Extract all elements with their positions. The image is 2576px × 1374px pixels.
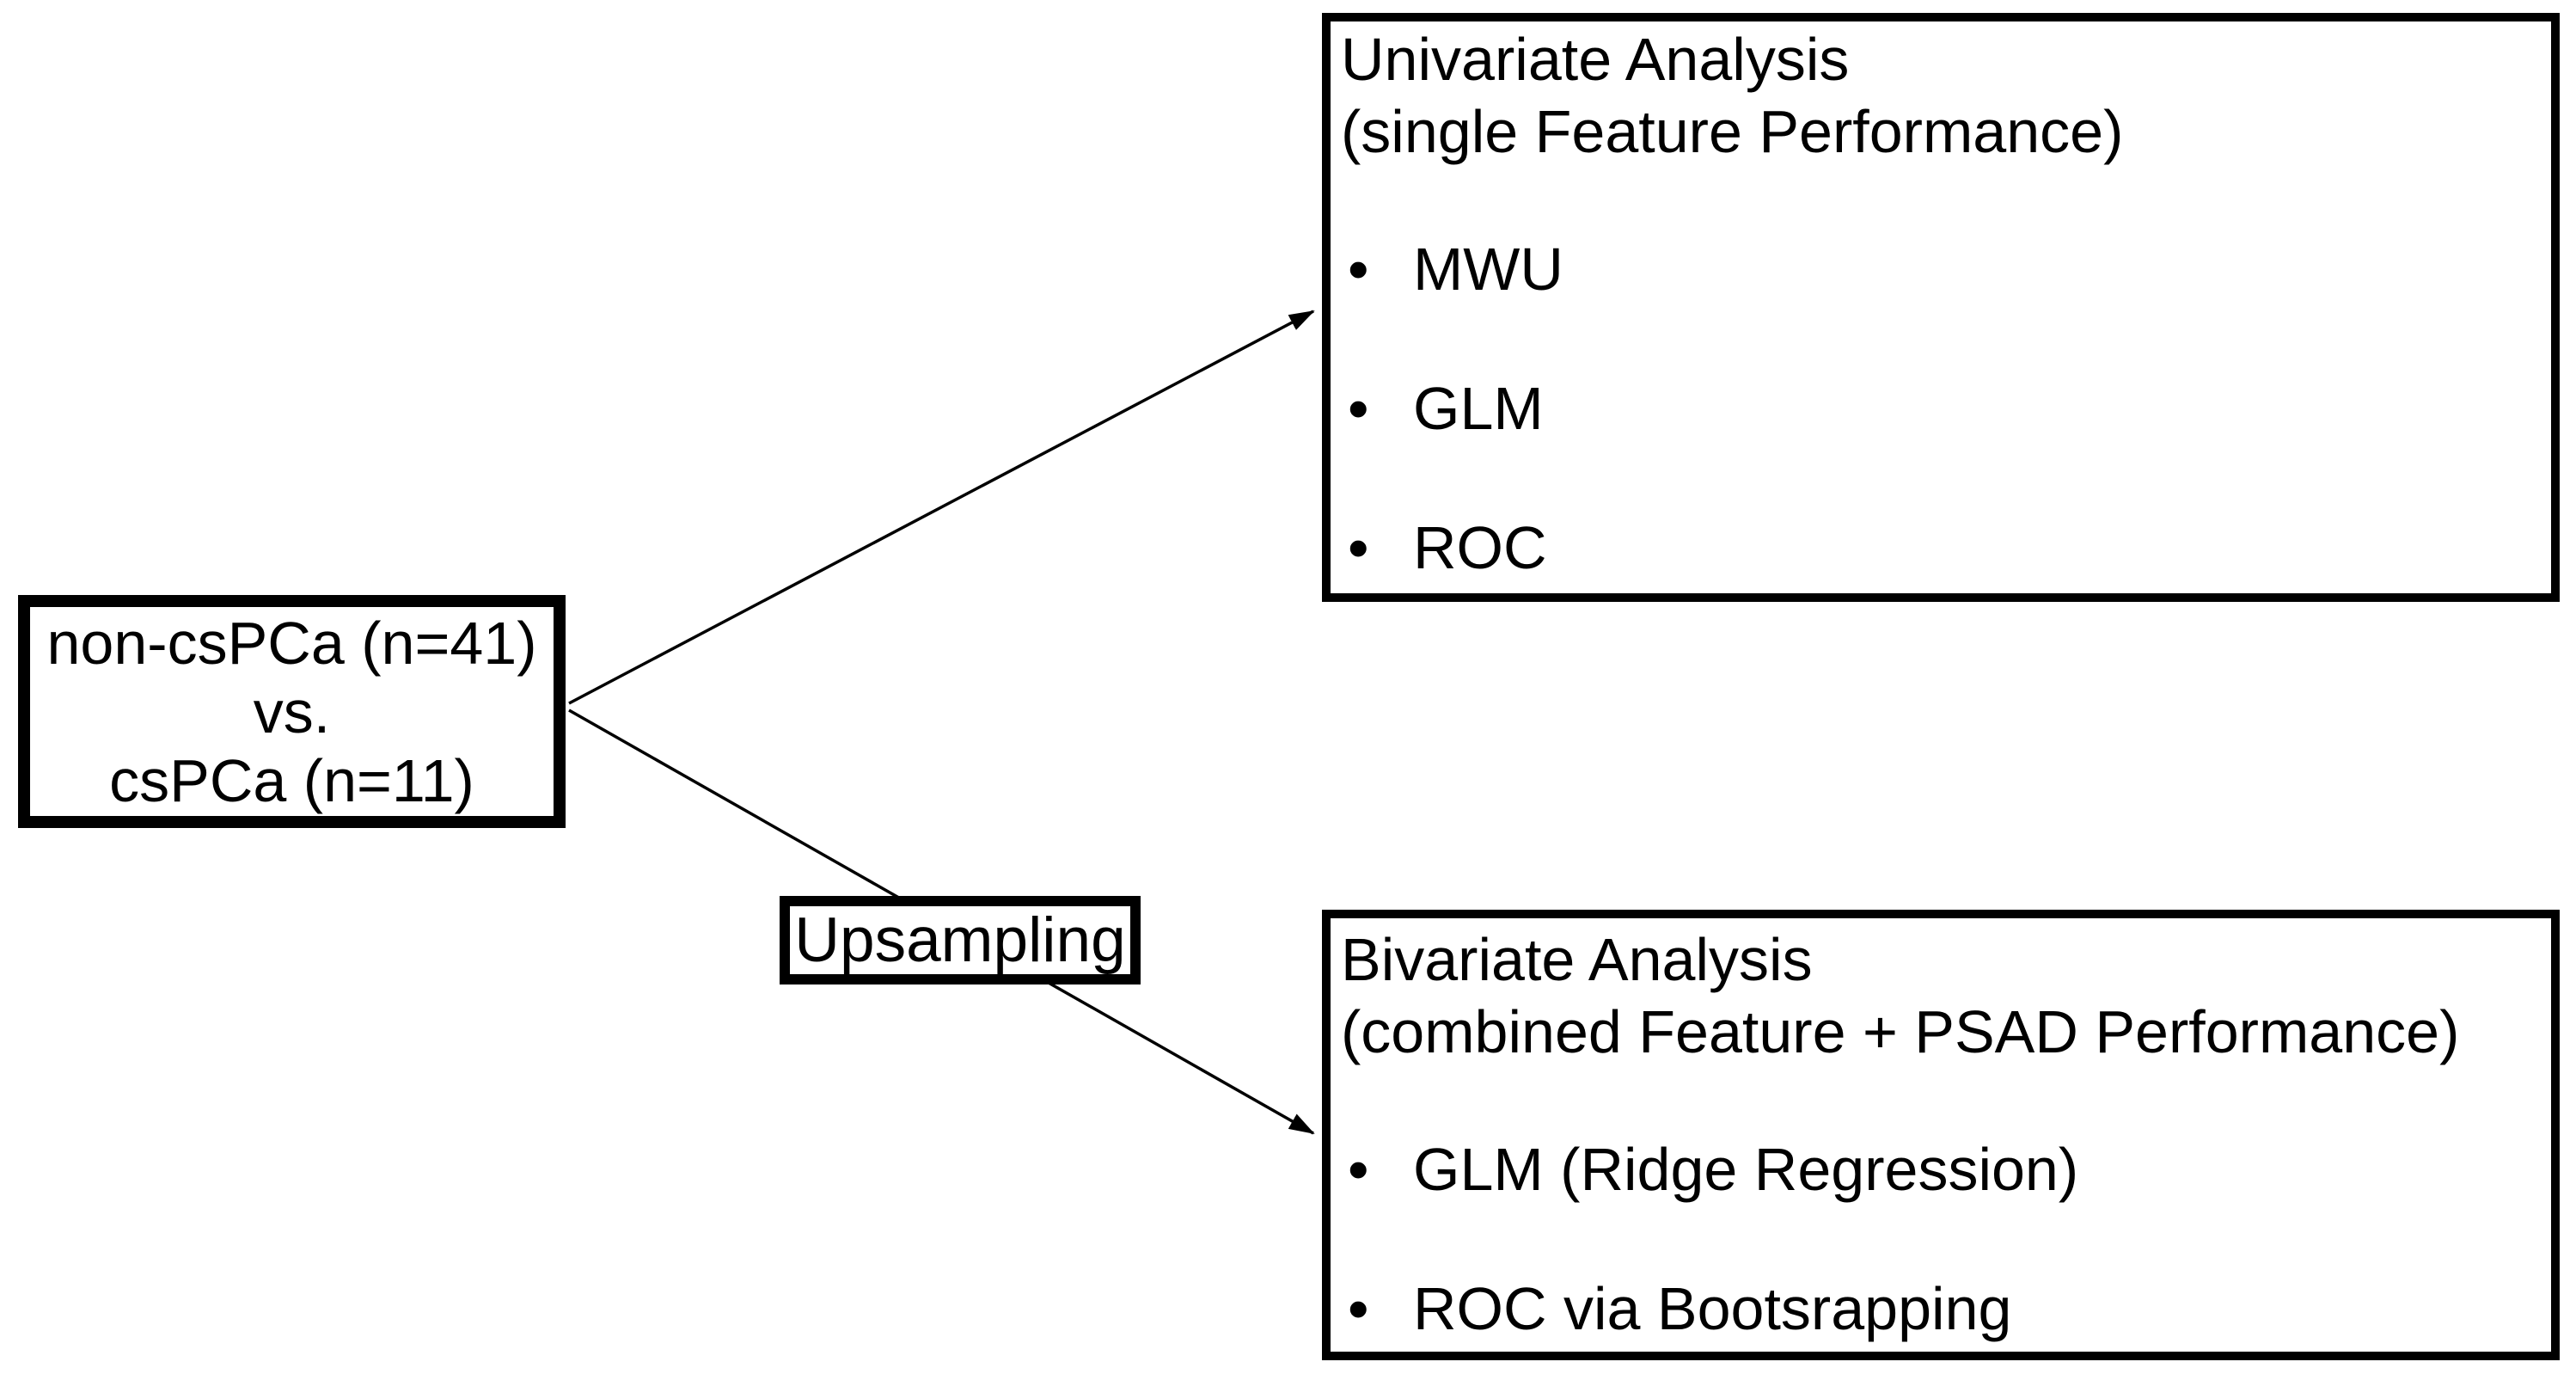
bullet-icon: • bbox=[1348, 375, 1369, 442]
upsampling-box: Upsampling bbox=[780, 896, 1141, 984]
bivariate-title-line2: (combined Feature + PSAD Performance) bbox=[1341, 998, 2460, 1065]
bivariate-bullet-label: GLM (Ridge Regression) bbox=[1413, 1136, 2079, 1203]
bivariate-bullet-roc-bootstrap: • ROC via Bootsrapping bbox=[1341, 1273, 2542, 1345]
bullet-icon: • bbox=[1348, 1136, 1369, 1203]
bivariate-bullet-glm-ridge: • GLM (Ridge Regression) bbox=[1341, 1133, 2542, 1205]
bivariate-title-line1: Bivariate Analysis bbox=[1341, 926, 1813, 993]
bivariate-bullet-label: ROC via Bootsrapping bbox=[1413, 1275, 2012, 1342]
bullet-icon: • bbox=[1348, 514, 1369, 581]
upsampling-label: Upsampling bbox=[794, 905, 1126, 975]
univariate-bullet-label: ROC bbox=[1413, 514, 1547, 581]
univariate-bullet-label: MWU bbox=[1413, 236, 1563, 303]
univariate-analysis-box: Univariate Analysis (single Feature Perf… bbox=[1322, 13, 2560, 602]
univariate-bullet-roc: • ROC bbox=[1341, 512, 2542, 584]
bivariate-analysis-box: Bivariate Analysis (combined Feature + P… bbox=[1322, 910, 2560, 1360]
bullet-icon: • bbox=[1348, 1275, 1369, 1342]
cohort-line-3: csPCa (n=11) bbox=[109, 746, 474, 814]
univariate-bullet-glm: • GLM bbox=[1341, 372, 2542, 445]
univariate-title-line2: (single Feature Performance) bbox=[1341, 98, 2124, 165]
bullet-icon: • bbox=[1348, 236, 1369, 303]
univariate-bullet-label: GLM bbox=[1413, 375, 1544, 442]
univariate-title-line1: Univariate Analysis bbox=[1341, 26, 1850, 93]
univariate-bullet-mwu: • MWU bbox=[1341, 233, 2542, 305]
cohort-line-1: non-csPCa (n=41) bbox=[46, 609, 537, 677]
cohort-box: non-csPCa (n=41) vs. csPCa (n=11) bbox=[18, 595, 566, 828]
cohort-line-2: vs. bbox=[253, 678, 331, 745]
arrow-to-univariate bbox=[568, 310, 1315, 705]
